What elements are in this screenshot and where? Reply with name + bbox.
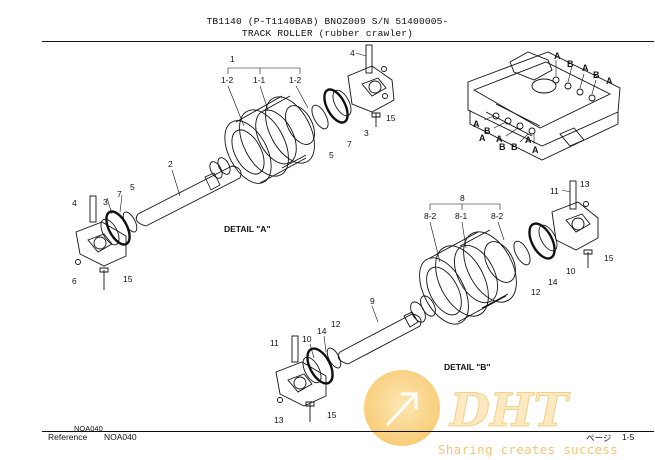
callout-1-1: 1-1 [253,75,266,85]
callout-8-2-right: 8-2 [491,211,504,221]
bolt-15-left-b [305,401,315,422]
collar-12-right [513,240,531,266]
bolt-15-left [99,267,109,290]
callout-5-left: 5 [130,182,135,192]
marker-a-2: A [582,63,589,73]
callout-13-right: 13 [580,179,590,189]
seal-14-right [528,222,556,260]
marker-a-8: A [532,145,539,155]
marker-b-3: B [484,126,491,136]
footer-rule [42,431,654,432]
callout-8-1: 8-1 [455,211,468,221]
track-roller-8 [419,229,517,325]
callout-9: 9 [370,296,375,306]
callout-3-right: 3 [364,128,369,138]
callout-10-left: 10 [302,334,312,344]
callout-4-right: 4 [350,48,355,58]
callout-15-right-b: 15 [604,253,614,263]
nut-13-left [277,397,283,403]
page-title: TRACK ROLLER (rubber crawler) [241,28,414,39]
callout-4-left: 4 [72,198,77,208]
bolt-15-right-b [583,249,593,268]
shaft-2 [135,165,242,227]
watermark-tagline: Sharing creates success [438,442,618,457]
crawler-frame-overview [467,51,621,161]
detail-b-caption: DETAIL "B" [444,362,490,372]
page-label: ページ [586,433,612,443]
callout-8-2-left: 8-2 [424,211,437,221]
marker-a-3: A [606,76,613,86]
marker-b-5: B [511,142,518,152]
callout-1: 1 [230,54,235,64]
callout-3-left: 3 [103,197,108,207]
collar-5-left [122,211,138,233]
detail-a-caption: DETAIL "A" [224,224,270,234]
callout-12-left: 12 [331,319,341,329]
arrow-icon [386,392,418,426]
model-serial-header: TB1140 (P-T1140BAB) BNOZ009 S/N 51400005… [206,16,449,27]
callout-14-right: 14 [548,277,558,287]
pin-4-left [89,195,97,223]
callout-10-right: 10 [566,266,576,276]
header-rule [42,41,654,42]
marker-a-1: A [554,51,561,61]
marker-a-7: A [525,135,532,145]
dht-watermark: DHT [364,370,572,446]
callout-15-left: 15 [123,274,133,284]
callout-12-right: 12 [531,287,541,297]
watermark-logo: DHT [448,383,571,437]
callout-13-left: 13 [274,415,284,425]
detail-a-assembly [75,44,395,290]
callout-1-2-right: 1-2 [289,75,302,85]
callout-11-left: 11 [270,338,279,348]
reference-label: Reference [48,432,88,442]
marker-b-2: B [593,70,600,80]
callout-6: 6 [72,276,77,286]
callout-7-right: 7 [347,139,352,149]
marker-b-1: B [567,59,574,69]
detail-b-assembly [275,180,599,422]
marker-b-4: B [499,142,506,152]
callout-7-left: 7 [117,189,122,199]
callout-15-left-b: 15 [327,410,337,420]
pin-11-left [291,335,299,363]
page-number: 1-5 [622,432,635,442]
bolt-15-right [371,112,381,127]
seal-7-left [105,210,131,246]
marker-a-5: A [479,133,486,143]
nut-13-right [583,201,589,207]
nut-6-right [381,66,387,72]
bracket-3-left [75,221,127,267]
callout-11-right: 11 [550,186,559,196]
marker-a-6: A [496,134,503,144]
collar-5-right [311,104,329,130]
reference-code: NOA040 [104,432,137,442]
callout-2: 2 [168,159,173,169]
shaft-9 [337,313,422,365]
nut-6-left [75,259,81,265]
callout-1-2-left: 1-2 [221,75,234,85]
callout-5-right: 5 [329,150,334,160]
marker-a-4: A [473,119,480,129]
callout-8: 8 [460,193,465,203]
drawing-code: NOA040 [74,424,103,433]
callout-15-right: 15 [386,113,396,123]
seal-14-left [306,347,334,385]
bracket-10-right [551,201,599,251]
pin-11-right [569,180,577,210]
track-roller-1 [224,95,315,184]
bracket-10-left [275,361,327,407]
pin-4-right [365,44,373,74]
callout-14-left: 14 [317,326,327,336]
seal-7-right [323,88,349,124]
